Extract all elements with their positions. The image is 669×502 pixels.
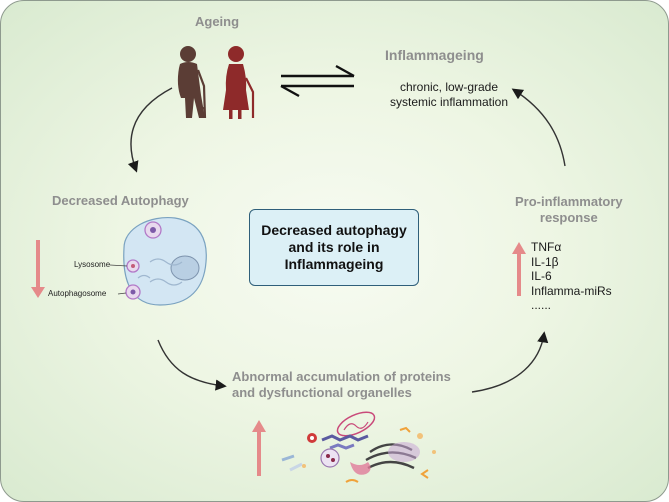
inflammageing-title: Inflammageing [385,47,484,63]
inflammageing-description: chronic, low-grade systemic inflammation [390,80,509,109]
cell-icon [109,216,207,306]
arrow-autophagy-to-accumulation [157,339,227,391]
pro-inflammatory-title: Pro-inflammatory response [515,194,623,225]
arrow-response-to-inflammageing [511,88,566,167]
increase-arrow-icon [512,242,526,296]
list-item: Inflamma-miRs [531,283,612,298]
ageing-label: Ageing [195,14,240,29]
accumulation-label: Abnormal accumulation of proteins and dy… [232,369,451,400]
list-item: TNFα [531,240,562,254]
decrease-arrow-icon [31,240,45,298]
central-box: Decreased autophagy and its role in Infl… [249,209,419,286]
list-item: IL-1β [531,254,559,269]
arrow-accumulation-to-response [471,331,549,393]
elderly-woman-icon [223,46,255,119]
autophagosome-label: Autophagosome [48,289,107,298]
decreased-autophagy-label: Decreased Autophagy [52,193,189,208]
equilibrium-arrows-icon [280,64,355,98]
list-item: IL-6 [531,269,552,283]
elderly-man-icon [177,46,207,119]
arrow-ageing-to-autophagy [127,87,173,173]
list-item: ...... [531,298,552,312]
cytokine-list: TNFα IL-1β IL-6 Inflamma-miRs ...... [531,240,612,313]
lysosome-label: Lysosome [74,260,111,269]
increase-arrow-icon [252,420,266,476]
debris-icon [281,411,436,483]
